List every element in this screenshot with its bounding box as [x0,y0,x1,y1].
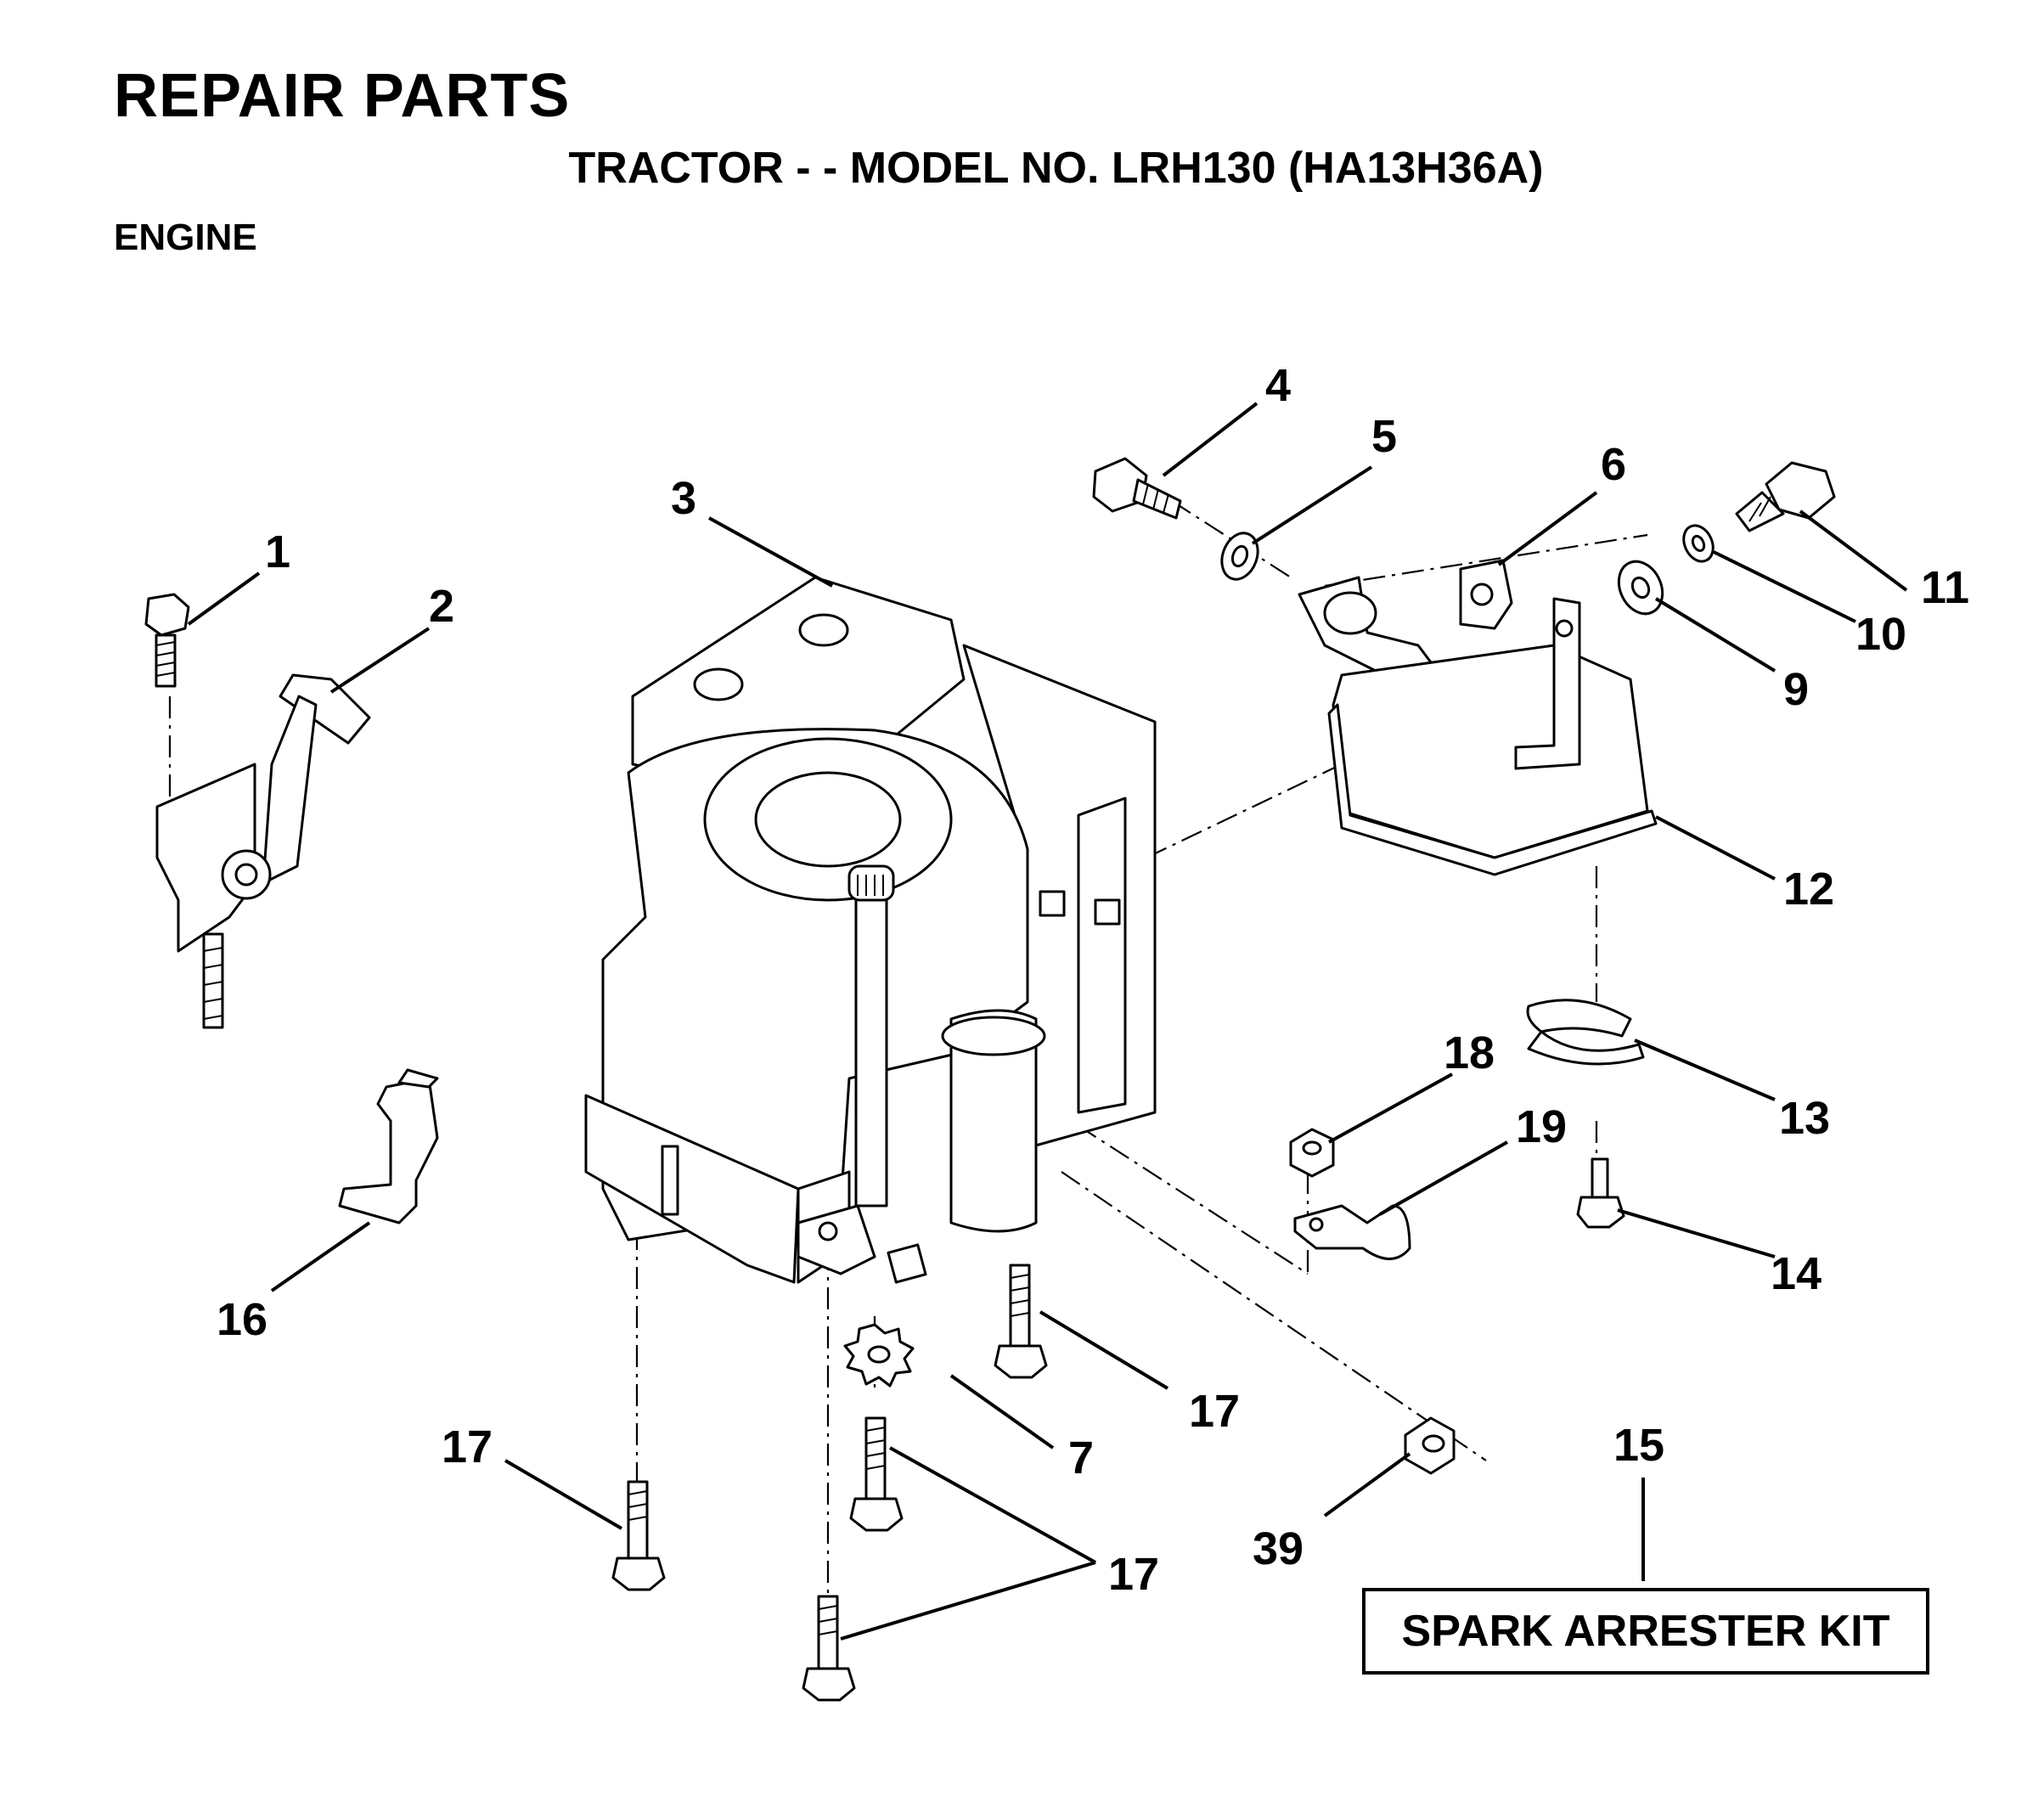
callout-17-upper: 17 [1189,1386,1240,1437]
callout-13: 13 [1779,1093,1830,1144]
callout-18: 18 [1444,1027,1495,1078]
callout-39: 39 [1253,1523,1304,1574]
part-6-gasket [1459,559,1513,630]
model-subtitle: TRACTOR - - MODEL NO. LRH130 (HA13H36A) [568,144,1544,193]
part-11-bolt [1735,461,1836,532]
leader-lines [187,402,1908,1641]
part-16-bracket [338,1068,439,1224]
part-9-washer [1617,560,1664,616]
callout-3: 3 [671,473,696,524]
callout-9: 9 [1783,664,1809,715]
callout-10: 10 [1855,609,1906,660]
part-2-throttle-control [155,673,371,1029]
callout-19: 19 [1516,1101,1567,1152]
part-12-muffler [1298,576,1658,876]
callout-16: 16 [217,1294,267,1345]
part-14-screw [1576,1157,1625,1229]
section-title: ENGINE [114,217,257,258]
part-3-engine [584,576,1157,1284]
part-5-washer [1220,532,1259,581]
callout-12: 12 [1783,864,1834,915]
spark-arrester-kit-label: SPARK ARRESTER KIT [1362,1588,1929,1675]
callout-17-left: 17 [442,1421,493,1472]
callout-7: 7 [1068,1433,1094,1483]
callout-4: 4 [1265,360,1291,411]
part-17-bolts [611,1264,1048,1702]
part-7-star-washer [843,1323,915,1388]
part-19-clamp [1293,1204,1411,1260]
part-4-bolt [1092,457,1182,520]
page-title: REPAIR PARTS [114,62,571,130]
callout-17-lower: 17 [1108,1549,1159,1600]
part-18-nut [1289,1128,1335,1178]
callout-6: 6 [1601,439,1626,490]
callout-5: 5 [1371,411,1397,462]
callout-14: 14 [1771,1248,1822,1299]
callout-15: 15 [1613,1420,1664,1471]
part-10-lock-washer [1682,524,1715,563]
callout-1: 1 [265,526,290,577]
callout-numbers: 1 2 3 4 5 6 7 9 10 11 12 13 14 15 16 17 … [217,360,1969,1600]
part-39-nut [1404,1416,1456,1475]
part-13-screen [1526,999,1645,1066]
callout-2: 2 [429,581,454,632]
callout-11: 11 [1921,562,1969,613]
part-1-screw [144,593,190,688]
